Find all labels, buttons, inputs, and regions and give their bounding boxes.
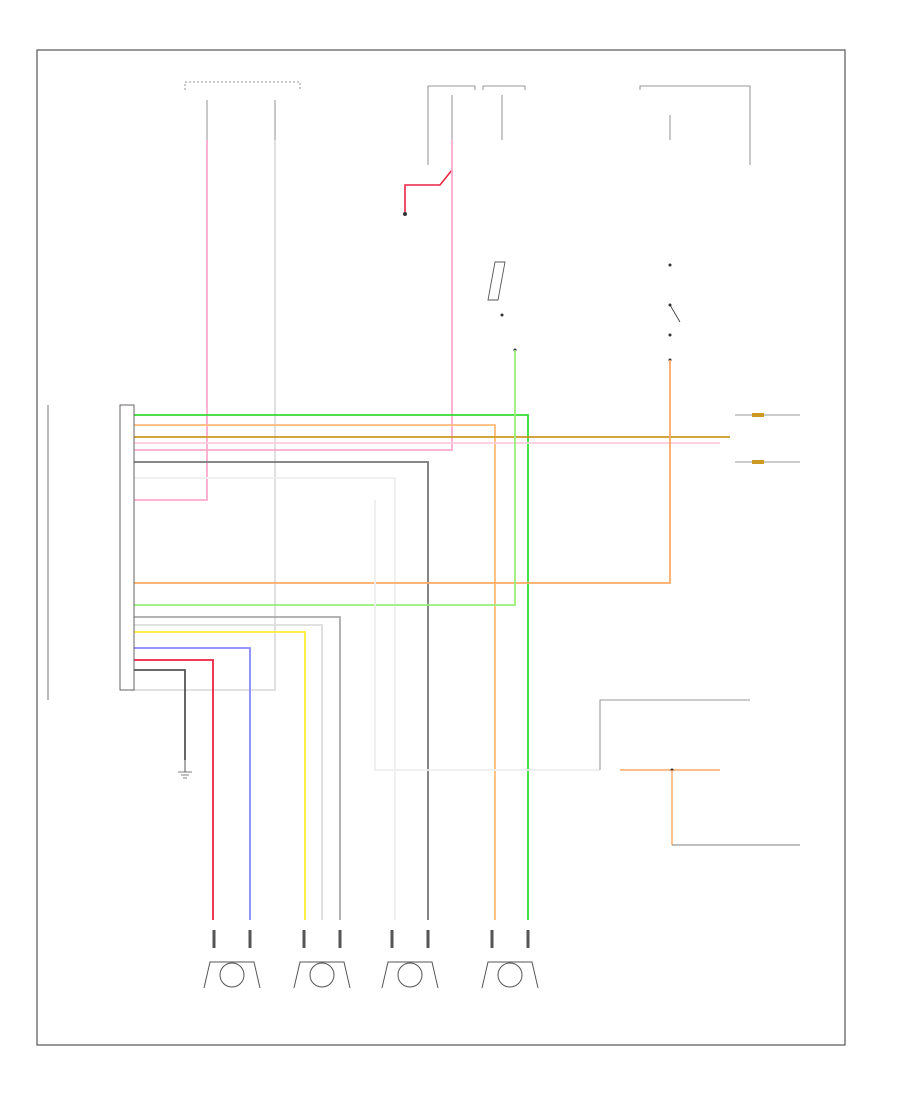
diagram-frame <box>36 49 846 1046</box>
sensor-housing <box>203 961 261 989</box>
body-connectors <box>599 699 800 846</box>
abs-module <box>47 404 135 700</box>
sensor-housing <box>481 961 539 989</box>
sensor-terminal <box>426 930 430 948</box>
sensor-terminal <box>526 930 530 948</box>
fuse-box-4 <box>639 85 751 165</box>
wheel-sensor-row <box>203 930 539 989</box>
sensor-coil <box>219 962 245 988</box>
wires <box>130 140 730 920</box>
sensor-terminal <box>338 930 342 948</box>
sensor-coil <box>497 962 523 988</box>
wheel-speed-sensor <box>293 930 351 989</box>
sensor-terminal <box>390 930 394 948</box>
sensor-coil <box>309 962 335 988</box>
parking-brake-switch <box>668 263 681 362</box>
left-rear-sensor-connectors <box>735 413 800 464</box>
fuse-box-2 <box>427 85 476 165</box>
stop-lamp-switch <box>487 261 517 352</box>
wheel-speed-sensor <box>381 930 439 989</box>
sensor-terminal <box>248 930 252 948</box>
wheel-speed-sensor <box>481 930 539 989</box>
fuse-box-3 <box>482 85 526 140</box>
sensor-terminal <box>490 930 494 948</box>
fuse-box-1 <box>184 81 301 140</box>
module-ground <box>178 760 192 779</box>
sensor-coil <box>397 962 423 988</box>
wheel-speed-sensor <box>203 930 261 989</box>
sensor-housing <box>293 961 351 989</box>
sensor-housing <box>381 961 439 989</box>
sensor-terminal <box>302 930 306 948</box>
sensor-terminal <box>212 930 216 948</box>
ground-junction <box>403 169 453 216</box>
